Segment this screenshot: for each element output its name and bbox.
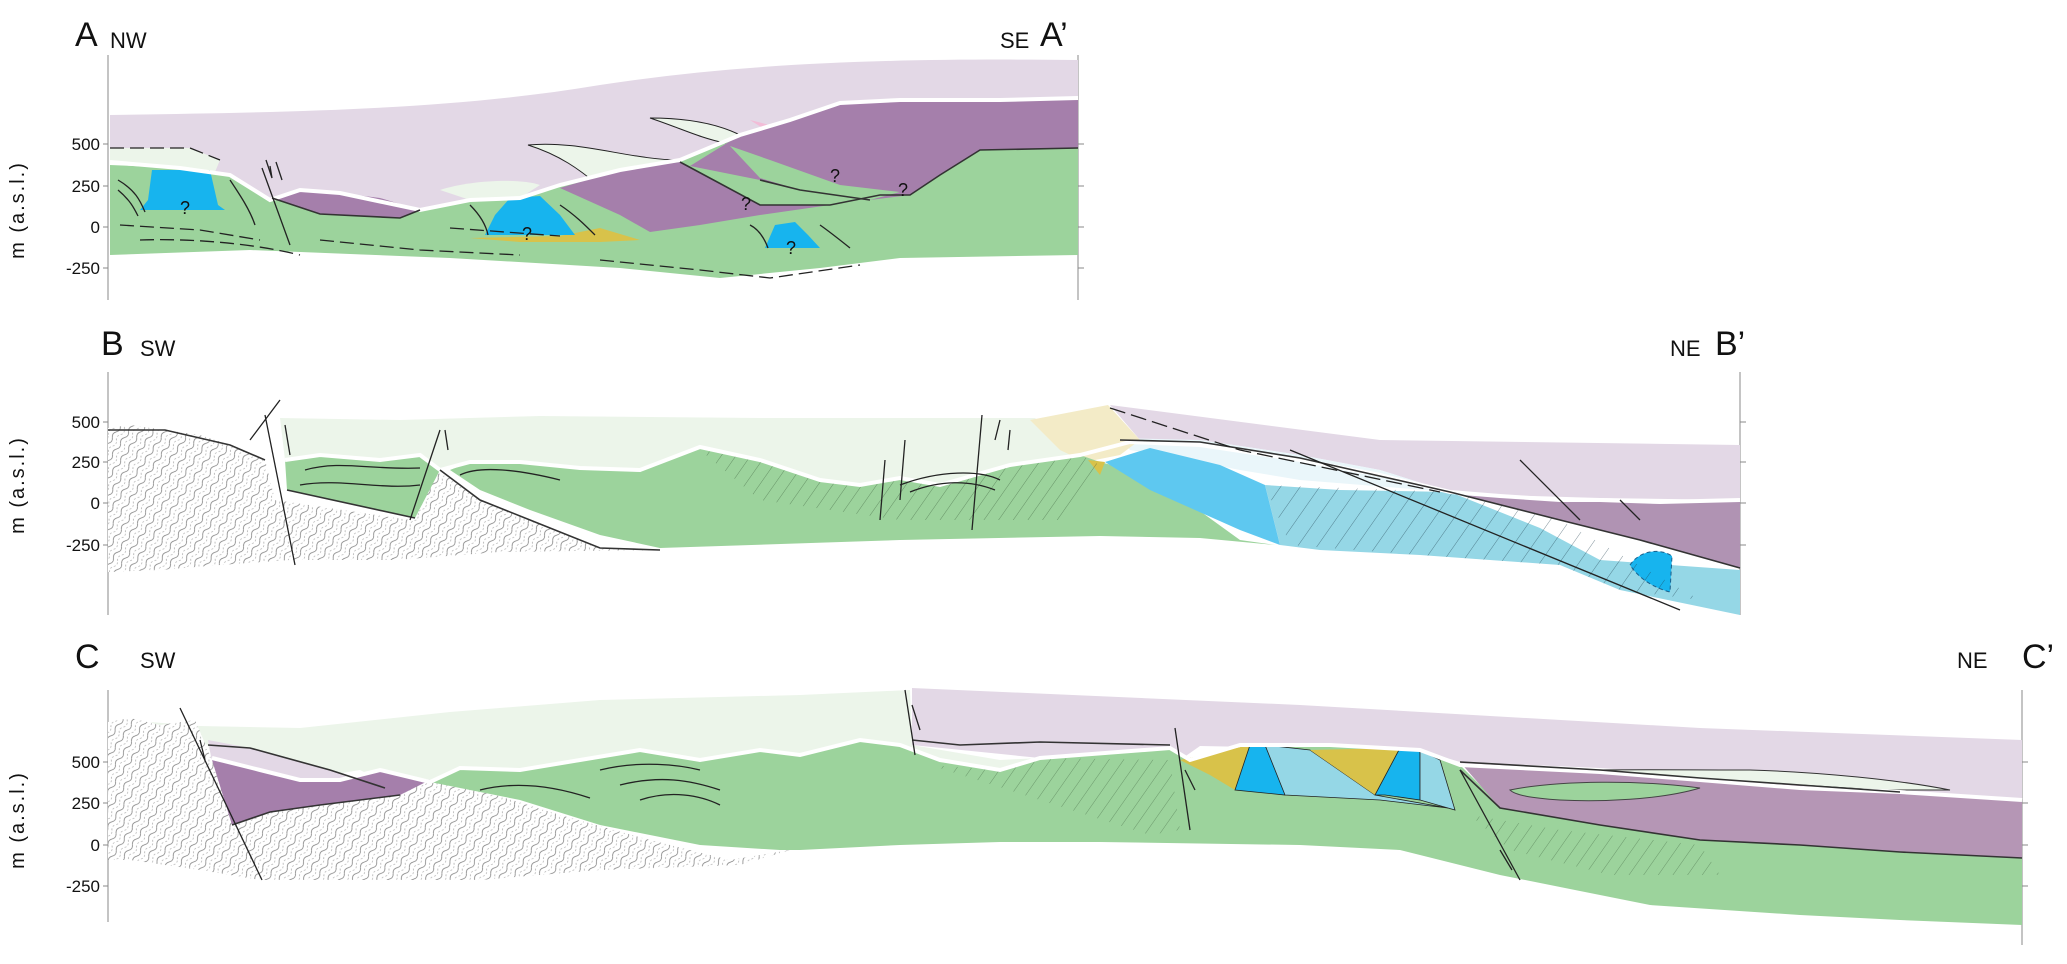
section-b-very-pale-blue bbox=[1120, 438, 1450, 492]
section-c-green-main bbox=[430, 740, 2022, 925]
section-b-fold-lines bbox=[299, 464, 1001, 493]
section-c-lavender-left bbox=[208, 740, 380, 790]
section-c-end-label: C’ bbox=[2022, 638, 2054, 676]
section-c-basement bbox=[108, 718, 260, 880]
section-a-salt-body-1 bbox=[140, 170, 225, 210]
tick-label-500: 500 bbox=[72, 135, 100, 154]
section-a-pale-green-lens-left bbox=[110, 148, 220, 172]
section-a-y-axis-title: m (a.s.l.) bbox=[7, 161, 29, 259]
tick-label-250: 250 bbox=[72, 177, 100, 196]
section-b-lavender-cover bbox=[1110, 405, 1740, 500]
section-b-salt-block bbox=[1105, 448, 1280, 545]
tick-label-500: 500 bbox=[72, 413, 100, 432]
section-b-pale-green-cover bbox=[280, 416, 1080, 485]
section-a-start-label: A bbox=[75, 16, 98, 54]
section-a-dashed-bedding bbox=[110, 147, 861, 279]
section-c-y-axis-title: m (a.s.l.) bbox=[7, 771, 29, 869]
tick-label-0: 0 bbox=[91, 218, 100, 237]
section-a-salt-body-2 bbox=[485, 196, 575, 235]
tick-label-neg250: -250 bbox=[66, 259, 100, 278]
uncertain-mark: ? bbox=[786, 238, 796, 258]
section-a-y-axis-ticks: 500 250 0 -250 bbox=[66, 135, 1084, 278]
tick-label-250: 250 bbox=[72, 453, 100, 472]
section-c-dipping-strata bbox=[930, 758, 1180, 835]
section-b-y-axis-ticks: 500 250 0 -250 bbox=[66, 413, 1746, 555]
section-c-topography bbox=[211, 737, 2023, 802]
section-c-faults bbox=[179, 689, 1521, 881]
uncertain-mark: ? bbox=[830, 166, 840, 186]
uncertain-mark: ? bbox=[741, 194, 751, 214]
section-c-start-direction: SW bbox=[140, 648, 176, 673]
section-a-fault bbox=[261, 159, 291, 246]
section-a-folded-strata bbox=[117, 179, 851, 249]
section-c-basement-2 bbox=[230, 782, 790, 880]
section-a-end-label: A’ bbox=[1040, 16, 1068, 54]
section-a-pale-green-lens-mid bbox=[440, 180, 540, 200]
section-a-purple-mid bbox=[560, 162, 830, 232]
tick-label-neg250: -250 bbox=[66, 536, 100, 555]
section-a-purple-left bbox=[272, 190, 420, 218]
section-b-topography bbox=[284, 439, 1741, 505]
section-a-contacts bbox=[271, 147, 1079, 219]
section-c-y-axis-ticks: 500 250 0 -250 bbox=[66, 753, 2028, 896]
tick-label-neg250: -250 bbox=[66, 877, 100, 896]
section-b-end-direction: NE bbox=[1670, 336, 1701, 361]
section-b-purple-unit bbox=[1450, 492, 1740, 568]
uncertain-mark: ? bbox=[898, 180, 908, 200]
section-b-thrust-dashed bbox=[1109, 407, 1441, 493]
section-c-start-label: C bbox=[75, 638, 100, 676]
section-c-contacts bbox=[207, 739, 2023, 859]
section-b-end-label: B’ bbox=[1715, 325, 1745, 363]
tick-label-0: 0 bbox=[91, 494, 100, 513]
uncertain-mark: ? bbox=[522, 224, 532, 244]
tick-label-250: 250 bbox=[72, 794, 100, 813]
section-a-salt-body-3 bbox=[765, 222, 820, 248]
section-c-dipping-strata-right bbox=[1470, 815, 1720, 875]
section-a: A NW SE A’ ? ? ? ? ? ? 500 250 bbox=[7, 16, 1084, 300]
section-b: B SW NE B’ 500 250 0 -250 bbox=[7, 325, 1746, 615]
section-a-yellow-layer bbox=[470, 228, 640, 242]
section-c-end-direction: NE bbox=[1957, 648, 1988, 673]
section-c-purple-left bbox=[212, 760, 430, 825]
section-b-start-label: B bbox=[101, 325, 124, 363]
section-c: C SW NE C’ 500 250 0 -250 bbox=[7, 638, 2054, 945]
section-b-blue-strata bbox=[1265, 485, 1700, 600]
section-b-y-axis-title: m (a.s.l.) bbox=[7, 436, 29, 534]
section-c-yellow-wedge-2 bbox=[1310, 748, 1400, 795]
section-b-contacts bbox=[108, 429, 1741, 569]
tick-label-500: 500 bbox=[72, 753, 100, 772]
section-c-pale-green-cover bbox=[150, 690, 1040, 790]
section-b-green-block-left bbox=[285, 455, 440, 518]
section-b-basement-left bbox=[108, 425, 290, 572]
uncertain-mark: ? bbox=[180, 198, 190, 218]
tick-label-0: 0 bbox=[91, 836, 100, 855]
section-a-lavender-cover bbox=[110, 59, 1078, 210]
section-b-start-direction: SW bbox=[140, 336, 176, 361]
section-b-faults bbox=[249, 399, 1681, 611]
section-a-topography bbox=[109, 96, 1079, 213]
section-c-fold-lines bbox=[479, 763, 721, 806]
section-a-start-direction: NW bbox=[110, 28, 147, 53]
section-a-end-direction: SE bbox=[1000, 28, 1029, 53]
section-c-green-lens-in-purple bbox=[1508, 781, 1701, 802]
section-b-basement-mid bbox=[275, 470, 660, 560]
